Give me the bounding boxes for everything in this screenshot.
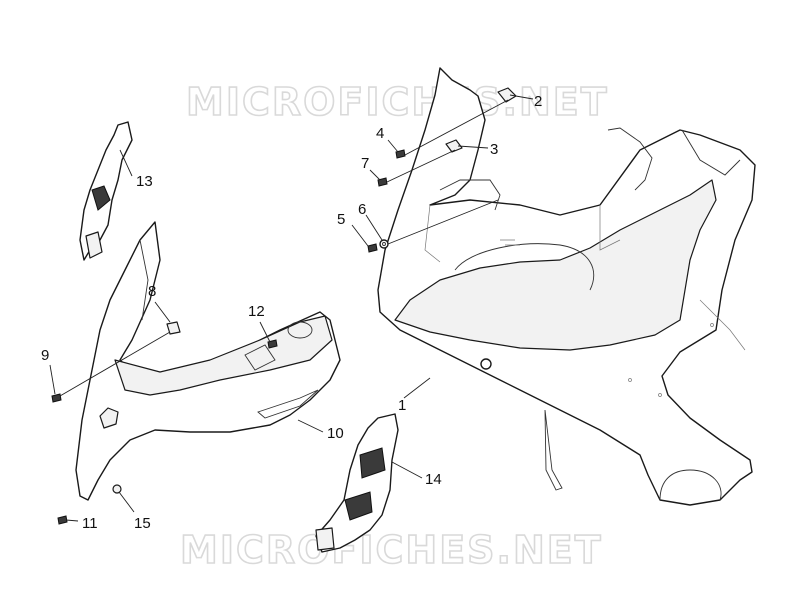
callout-8: 8 bbox=[148, 283, 156, 300]
callout-9: 9 bbox=[41, 347, 49, 364]
callout-1: 1 bbox=[398, 397, 406, 414]
watermark-top-text: MICROFICHES.NET bbox=[186, 80, 609, 124]
leader-9 bbox=[49, 364, 56, 395]
watermark-bottom-text: MICROFICHES.NET bbox=[180, 528, 603, 572]
leader-2 bbox=[509, 94, 534, 100]
leader-4-ext bbox=[404, 99, 509, 156]
leader-15 bbox=[118, 491, 135, 513]
leader-6 bbox=[365, 214, 383, 241]
leader-5 bbox=[351, 224, 369, 247]
leader-7-ext bbox=[386, 149, 456, 183]
watermark-bottom: MICROFICHES.NET bbox=[179, 527, 603, 573]
callout-labels: 1 2 3 4 5 6 7 8 9 10 11 12 13 14 15 bbox=[41, 93, 542, 532]
leader-12 bbox=[259, 321, 271, 343]
part-15-nut[interactable] bbox=[112, 484, 122, 494]
part-9-screw[interactable] bbox=[51, 393, 62, 403]
callout-15: 15 bbox=[134, 515, 151, 532]
leader-1 bbox=[403, 377, 431, 399]
leader-8 bbox=[154, 301, 171, 323]
callout-2: 2 bbox=[534, 93, 542, 110]
callout-6: 6 bbox=[358, 201, 366, 218]
leader-13 bbox=[119, 149, 133, 177]
part-3-clip-nut[interactable] bbox=[445, 139, 463, 153]
leader-11 bbox=[65, 519, 79, 522]
leader-6-ext bbox=[387, 199, 499, 245]
leader-9-ext bbox=[59, 331, 171, 397]
part-4-screw[interactable] bbox=[395, 149, 406, 159]
callout-5: 5 bbox=[337, 211, 345, 228]
leader-10 bbox=[297, 419, 324, 433]
part-12-screw[interactable] bbox=[267, 339, 278, 349]
part-10-front-shield[interactable] bbox=[75, 221, 341, 501]
callout-12: 12 bbox=[248, 303, 265, 320]
part-11-screw[interactable] bbox=[57, 515, 68, 525]
callout-3: 3 bbox=[490, 141, 498, 158]
part-6-washer[interactable] bbox=[379, 239, 389, 249]
leader-lines bbox=[49, 94, 534, 522]
leader-3 bbox=[457, 145, 489, 149]
part-8-clip[interactable] bbox=[166, 321, 181, 335]
part-7-screw[interactable] bbox=[377, 177, 388, 187]
part-1-leg-shield[interactable] bbox=[377, 67, 756, 506]
callout-10: 10 bbox=[327, 425, 344, 442]
callout-7: 7 bbox=[361, 155, 369, 172]
leader-14 bbox=[391, 461, 423, 479]
watermark-top: MICROFICHES.NET bbox=[185, 79, 609, 125]
leader-7 bbox=[369, 169, 381, 181]
callout-14: 14 bbox=[425, 471, 442, 488]
part-5-screw[interactable] bbox=[367, 243, 378, 253]
callout-13: 13 bbox=[136, 173, 153, 190]
callout-11: 11 bbox=[82, 515, 98, 532]
part-14-side-cover[interactable] bbox=[315, 413, 399, 553]
part-13-bracket[interactable] bbox=[79, 121, 133, 261]
callout-4: 4 bbox=[376, 125, 384, 142]
leader-4 bbox=[387, 139, 399, 153]
